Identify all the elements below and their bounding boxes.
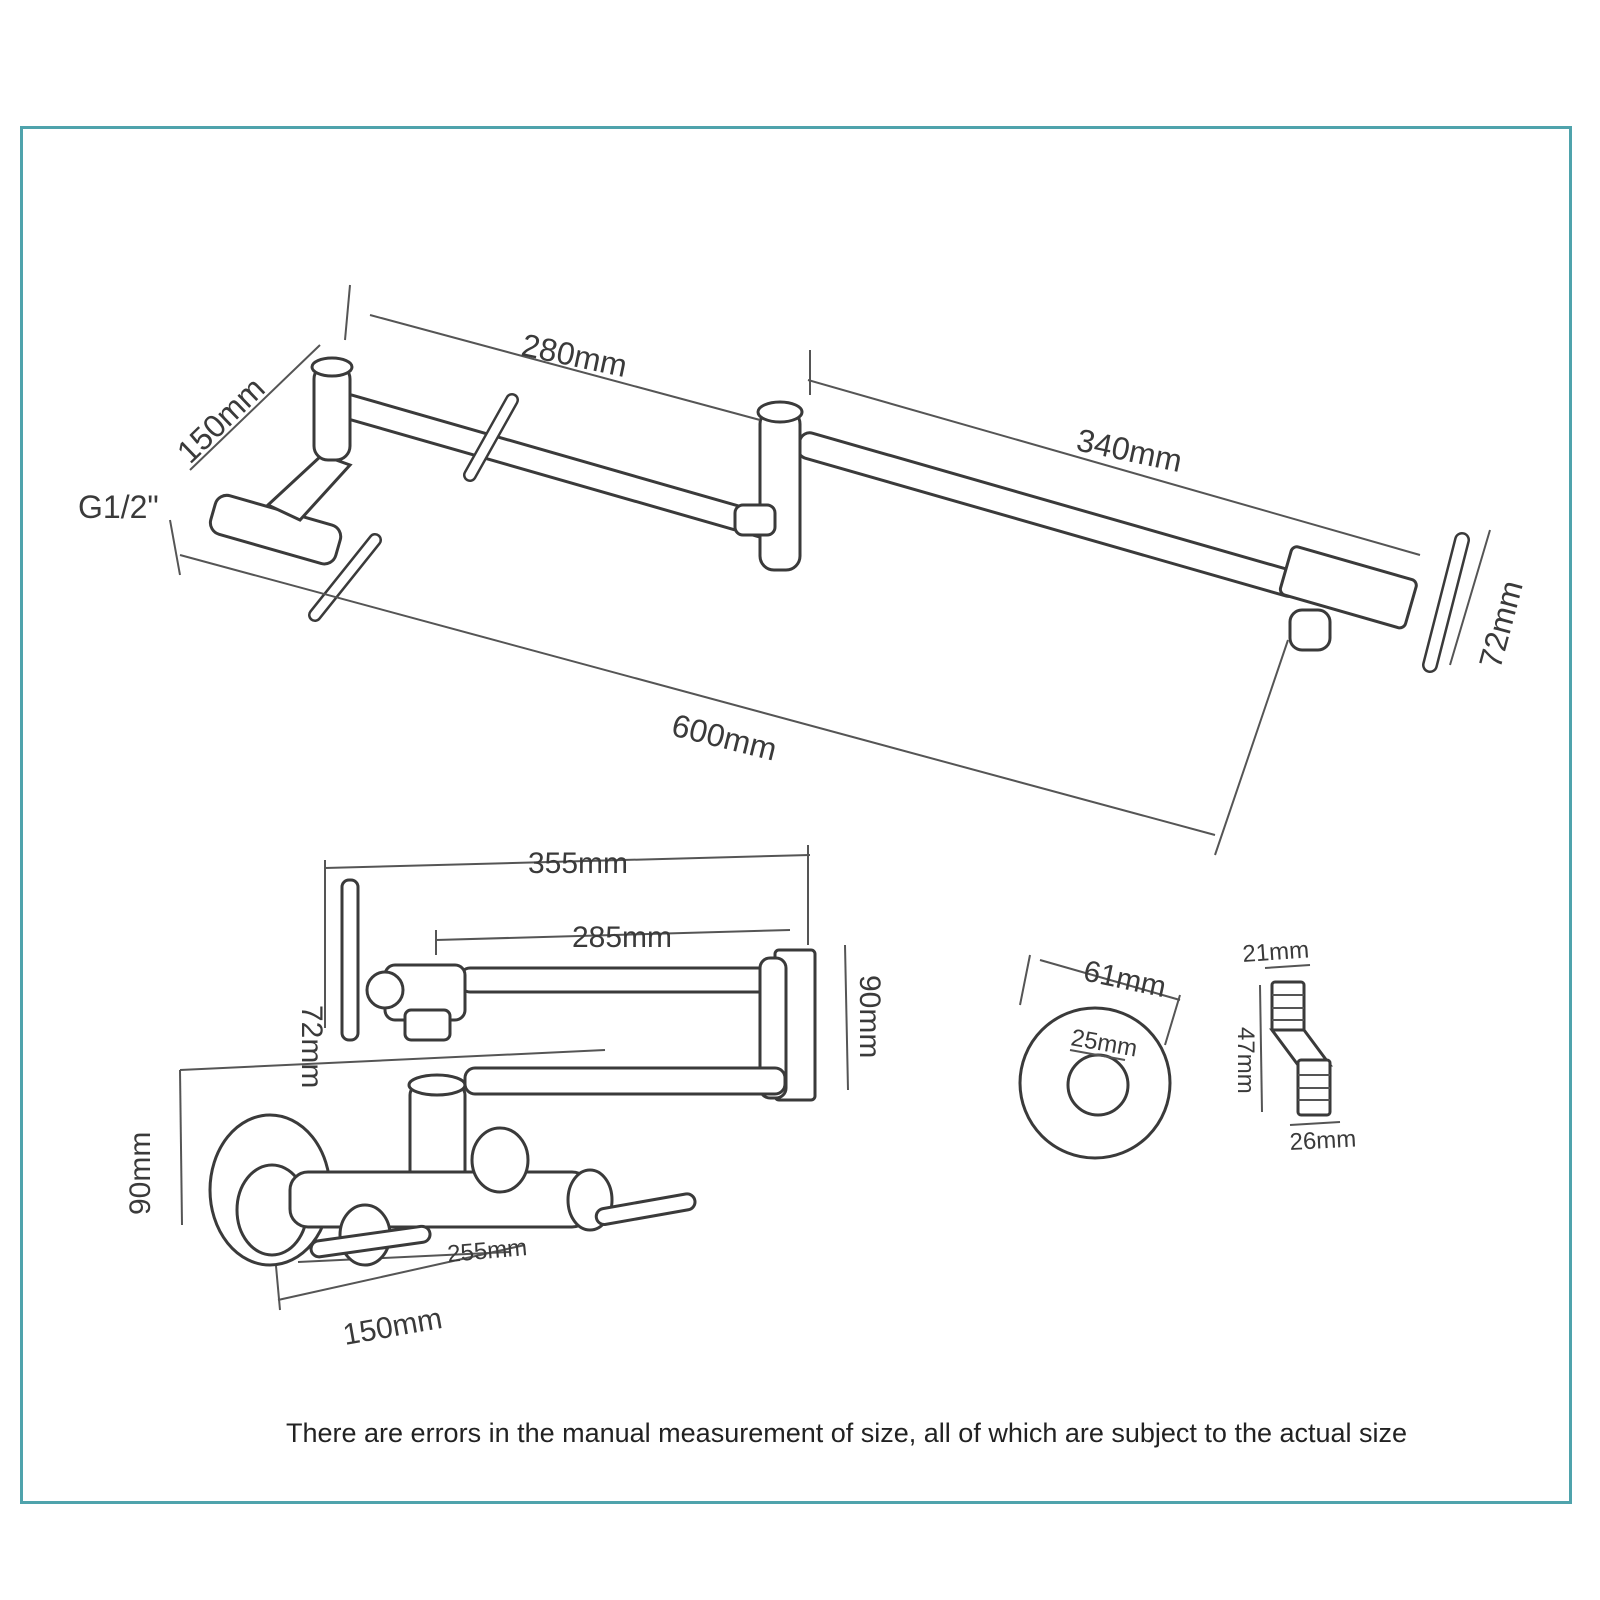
top-view-dimension-lines: [169, 284, 1491, 856]
flange-ring: [1018, 954, 1181, 1160]
adapter-bottom-label: 26mm: [1289, 1126, 1357, 1156]
diagram-frame: [20, 126, 1572, 1504]
side-view-faucet: [179, 845, 849, 1311]
handle-height-label: 72mm: [295, 1005, 328, 1088]
measurement-disclaimer: There are errors in the manual measureme…: [286, 1418, 1408, 1448]
flange-outer-label: 61mm: [1081, 955, 1169, 1005]
thread-label: G1/2": [78, 489, 159, 525]
adapter-length-label: 47mm: [1232, 1027, 1259, 1094]
total-length-label: 600mm: [668, 707, 780, 768]
spout-height-label: 72mm: [1472, 577, 1530, 672]
eccentric-adapter: [1259, 964, 1341, 1126]
adapter-top-label: 21mm: [1242, 936, 1310, 968]
arm-length-label: 285mm: [572, 921, 672, 954]
arm1-length-label: 280mm: [519, 327, 631, 384]
base-height-label: 90mm: [124, 1132, 157, 1215]
overall-width-label: 355mm: [528, 847, 628, 880]
inlet-spacing-label: 150mm: [340, 1302, 444, 1352]
inlet-offset-label: 150mm: [170, 370, 272, 470]
folded-height-label: 90mm: [853, 975, 886, 1058]
handle-span-label: 255mm: [446, 1234, 528, 1268]
top-view-faucet: [208, 356, 1470, 673]
arm2-length-label: 340mm: [1074, 422, 1186, 479]
